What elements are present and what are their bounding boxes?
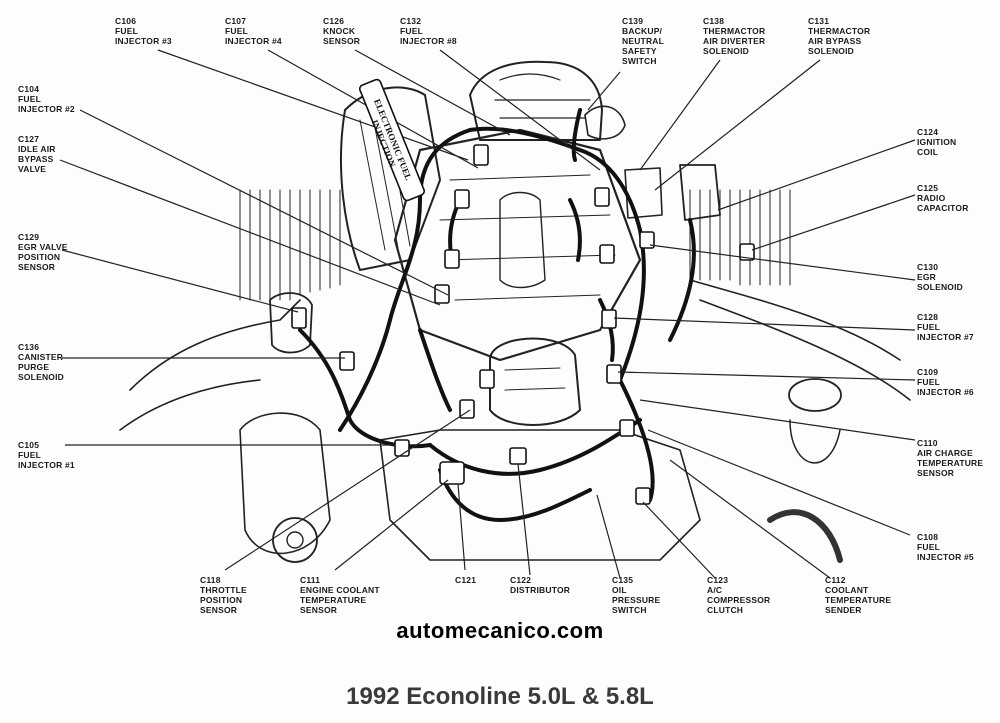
right-fender-outline [689,279,911,401]
watermark-url: automecanico.com [396,618,604,643]
distributor-body [489,337,581,426]
wiring-harness [298,108,696,522]
intake-badge-frame [358,78,426,202]
throttle-body [269,292,313,354]
ignition-coil [679,164,721,221]
engine-block [379,429,701,561]
connector-blocks [291,144,755,505]
right-grille [689,189,791,286]
intake-manifold [393,128,642,362]
left-grille [239,189,341,301]
leader-lines [59,49,916,579]
coolant-cap [788,378,842,412]
radiator-hose [767,509,843,563]
callout-c121: C121 [455,575,477,585]
left-fender-outline [119,299,301,431]
diagram-title: 1992 Econoline 5.0L & 5.8L [346,683,654,710]
lower-pulley [272,517,318,563]
